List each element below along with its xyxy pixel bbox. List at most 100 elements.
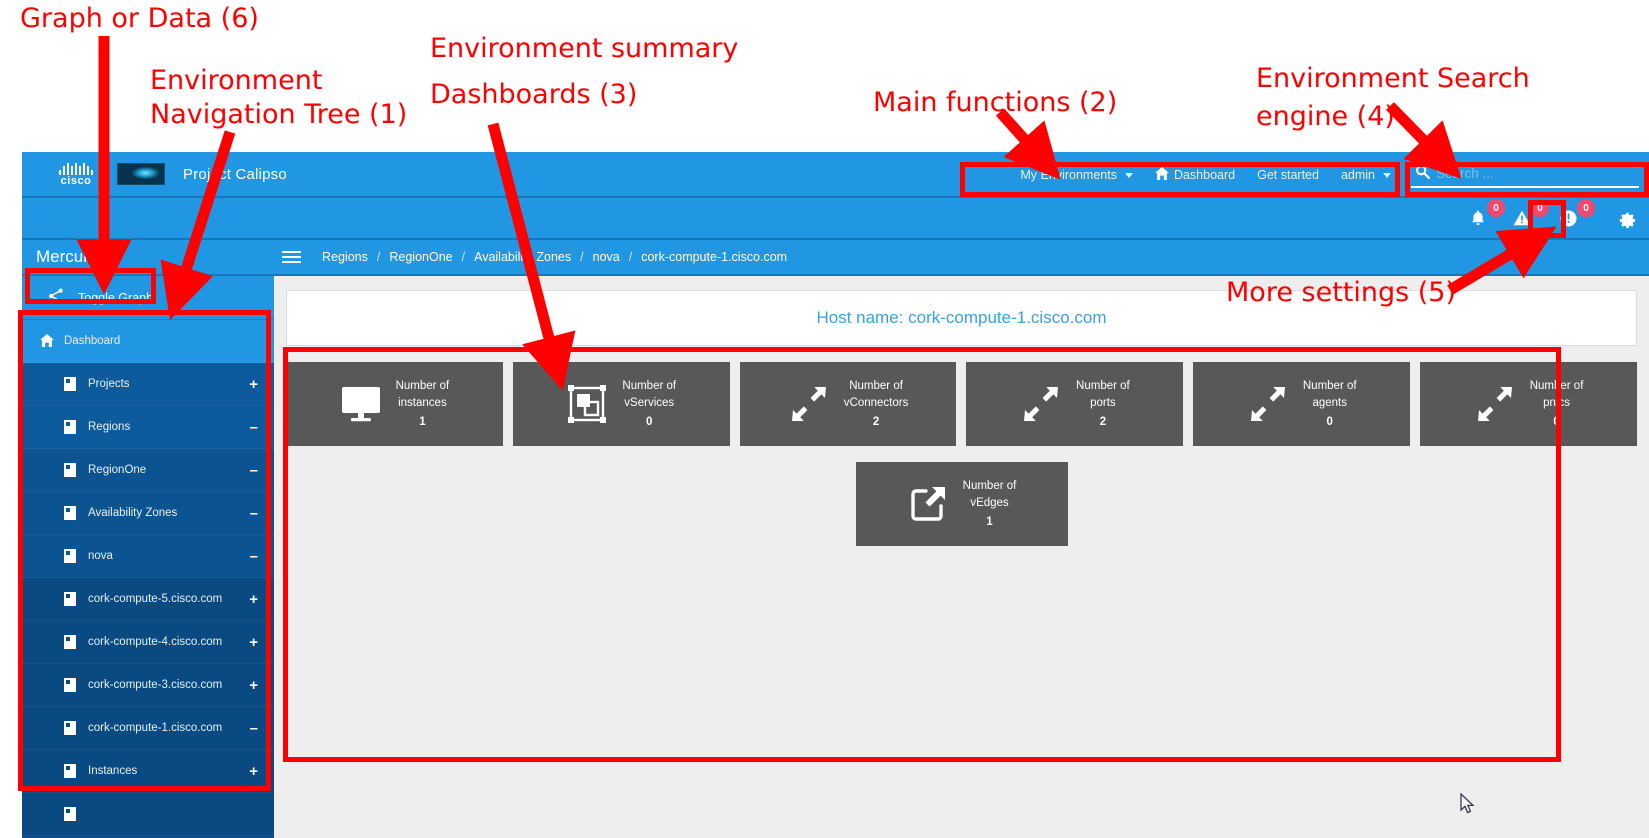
menu-toggle-icon[interactable] <box>274 251 308 263</box>
tile-value: 0 <box>1553 415 1560 428</box>
collapse-arrows-icon <box>1247 383 1289 425</box>
sidebar-item-cork-compute-1[interactable]: cork-compute-1.cisco.com – <box>22 707 274 750</box>
nav-admin-menu[interactable]: admin <box>1341 168 1391 182</box>
warning-triangle-icon[interactable]: 0 <box>1511 199 1549 230</box>
collapse-toggle[interactable]: – <box>249 418 258 436</box>
sidebar-item-cork-compute-5[interactable]: cork-compute-5.cisco.com + <box>22 578 274 621</box>
sidebar-item-instances[interactable]: Instances + <box>22 750 274 793</box>
tile-label-line2: pnics <box>1543 396 1570 409</box>
node-icon <box>64 376 78 392</box>
tile-instances[interactable]: Number of instances 1 <box>286 362 503 446</box>
tile-vservices[interactable]: Number of vServices 0 <box>512 362 730 446</box>
tile-pnics[interactable]: Number of pnics 0 <box>1420 362 1637 446</box>
monitor-icon <box>340 383 382 425</box>
expand-toggle[interactable]: + <box>249 676 258 694</box>
tile-value: 1 <box>986 515 993 528</box>
sidebar-item-regions[interactable]: Regions – <box>22 406 274 449</box>
collapse-arrows-icon <box>788 383 830 425</box>
nav-dashboard[interactable]: Dashboard <box>1154 167 1235 183</box>
cisco-logo-icon: cisco <box>49 158 103 190</box>
bell-badge-count: 0 <box>1487 199 1505 217</box>
collapse-arrows-icon <box>1474 383 1516 425</box>
collapse-toggle[interactable]: – <box>249 547 258 565</box>
sidebar-item-dashboard[interactable]: Dashboard <box>22 320 274 363</box>
home-icon <box>40 333 54 349</box>
tile-value: 0 <box>1326 415 1333 428</box>
tile-agents[interactable]: Number of agents 0 <box>1193 362 1411 446</box>
collapse-toggle[interactable]: – <box>249 504 258 522</box>
tile-label-line2: vServices <box>624 396 675 409</box>
chevron-down-icon <box>1383 172 1391 178</box>
sidebar-item-label: cork-compute-3.cisco.com <box>88 679 223 691</box>
sidebar-item-label: Instances <box>88 765 138 777</box>
annotation-graph-or-data: Graph or Data (6) <box>20 3 259 34</box>
breadcrumb-item-nova[interactable]: nova <box>592 250 620 264</box>
chevron-down-icon <box>1124 172 1133 178</box>
sidebar-item-partial[interactable] <box>22 793 274 836</box>
tile-vconnectors[interactable]: Number of vConnectors 2 <box>739 362 957 446</box>
sidebar-item-cork-compute-4[interactable]: cork-compute-4.cisco.com + <box>22 621 274 664</box>
search-placeholder: Search ... <box>1436 166 1494 181</box>
expand-toggle[interactable]: + <box>249 590 258 608</box>
mouse-cursor <box>1460 793 1475 814</box>
tile-label-line1: Number of <box>1529 379 1584 392</box>
sidebar-item-cork-compute-3[interactable]: cork-compute-3.cisco.com + <box>22 664 274 707</box>
info-badge-count: 0 <box>1577 199 1595 217</box>
tile-value: 0 <box>646 415 653 428</box>
annotation-search-engine-line1: Environment Search <box>1256 63 1530 94</box>
collapse-toggle[interactable]: – <box>249 719 258 737</box>
sidebar-item-label: nova <box>88 550 113 562</box>
brand-title: Project Calipso <box>183 165 287 183</box>
gear-icon[interactable] <box>1613 205 1639 231</box>
node-icon <box>64 634 78 650</box>
node-icon <box>64 763 78 779</box>
collapse-toggle[interactable]: – <box>249 461 258 479</box>
sidebar-item-label: cork-compute-5.cisco.com <box>88 593 223 605</box>
home-icon <box>1154 167 1169 183</box>
tile-label-line2: instances <box>398 396 447 409</box>
sidebar-item-nova[interactable]: nova – <box>22 535 274 578</box>
annotation-navigation-tree-line2: Navigation Tree (1) <box>150 99 408 130</box>
breadcrumb-item-regionone[interactable]: RegionOne <box>389 250 453 264</box>
tile-vedges[interactable]: Number of vEdges 1 <box>855 462 1068 546</box>
brand-header: cisco Project Calipso My Environments Da… <box>22 152 1649 196</box>
sidebar-item-regionone[interactable]: RegionOne – <box>22 449 274 492</box>
nav-get-started-label: Get started <box>1257 168 1319 182</box>
toggle-graph-button[interactable]: Toggle Graph <box>22 276 274 320</box>
collapse-arrows-icon <box>1020 383 1062 425</box>
tile-label-line2: vConnectors <box>843 396 909 409</box>
bell-icon[interactable]: 0 <box>1467 199 1505 230</box>
sidebar-item-projects[interactable]: Projects + <box>22 363 274 406</box>
warning-badge-count: 0 <box>1531 199 1549 217</box>
nav-my-environments-label: My Environments <box>1020 168 1117 182</box>
node-icon <box>64 677 78 693</box>
tile-value: 2 <box>872 415 880 428</box>
tile-value: 1 <box>419 415 426 428</box>
expand-toggle[interactable]: + <box>249 633 258 651</box>
breadcrumb-item-regions[interactable]: Regions <box>322 250 368 264</box>
search-input[interactable]: Search ... <box>1411 161 1639 188</box>
nav-my-environments[interactable]: My Environments <box>1020 168 1133 182</box>
info-circle-icon[interactable]: 0 <box>1557 199 1595 230</box>
application-window: cisco Project Calipso My Environments Da… <box>22 152 1649 838</box>
node-icon <box>64 591 78 607</box>
tile-text: Number of vEdges 1 <box>963 478 1017 531</box>
nav-admin-label: admin <box>1340 168 1375 182</box>
tile-label-line1: Number of <box>962 479 1017 492</box>
vservice-icon <box>566 383 608 425</box>
breadcrumb-item-current[interactable]: cork-compute-1.cisco.com <box>641 250 788 264</box>
node-icon <box>64 462 78 478</box>
node-icon <box>64 548 78 564</box>
sidebar-item-label: Regions <box>88 421 131 433</box>
node-icon <box>64 806 78 822</box>
tile-text: Number of instances 1 <box>396 378 450 431</box>
tile-ports[interactable]: Number of ports 2 <box>966 362 1184 446</box>
sidebar-item-availability-zones[interactable]: Availability Zones – <box>22 492 274 535</box>
expand-toggle[interactable]: + <box>249 762 258 780</box>
expand-toggle[interactable]: + <box>249 375 258 393</box>
share-graph-icon <box>48 288 64 307</box>
annotation-more-settings: More settings (5) <box>1226 277 1457 308</box>
nav-get-started[interactable]: Get started <box>1257 168 1319 182</box>
tile-text: Number of pnics 0 <box>1530 378 1584 431</box>
breadcrumb-item-availability-zones[interactable]: Availability Zones <box>474 250 572 264</box>
